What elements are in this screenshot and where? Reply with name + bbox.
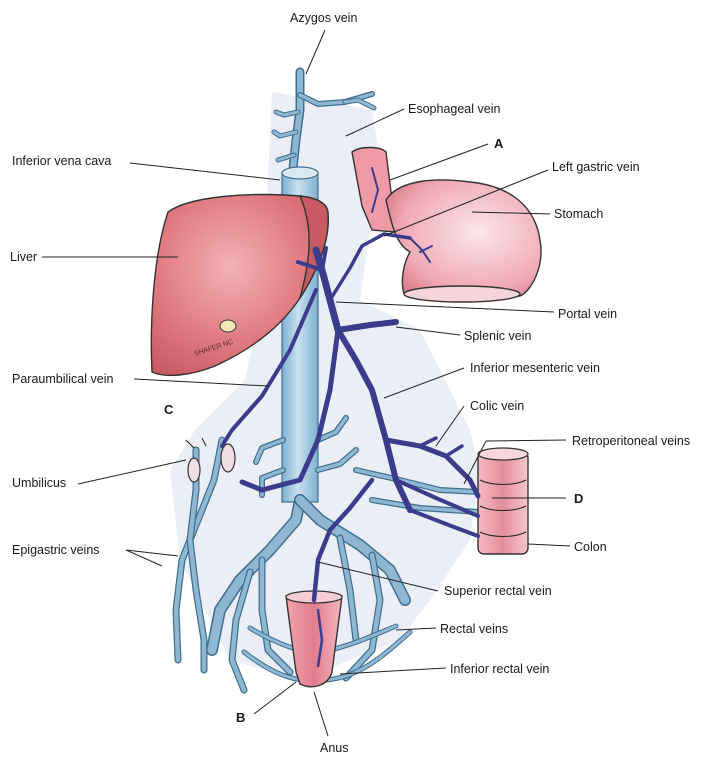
label-left-gastric-vein: Left gastric vein bbox=[552, 160, 640, 174]
label-marker-d: D bbox=[574, 491, 583, 506]
label-marker-a: A bbox=[494, 136, 504, 151]
label-retroperitoneal-veins: Retroperitoneal veins bbox=[572, 434, 690, 448]
label-colon: Colon bbox=[574, 540, 607, 554]
label-paraumbilical-vein: Paraumbilical vein bbox=[12, 372, 113, 386]
abdominal-background-wash bbox=[170, 92, 480, 680]
label-azygos-vein: Azygos vein bbox=[290, 11, 357, 25]
label-inferior-rectal-vein: Inferior rectal vein bbox=[450, 662, 549, 676]
label-epigastric-veins: Epigastric veins bbox=[12, 543, 100, 557]
systemic-vein-network bbox=[172, 415, 481, 694]
umbilicus bbox=[185, 437, 236, 483]
label-inferior-mesenteric-vein: Inferior mesenteric vein bbox=[470, 361, 600, 375]
label-splenic-vein: Splenic vein bbox=[464, 329, 531, 343]
stomach-body bbox=[385, 179, 542, 297]
stomach-cut-end bbox=[403, 285, 521, 303]
label-superior-rectal-vein: Superior rectal vein bbox=[444, 584, 552, 598]
label-inferior-vena-cava: Inferior vena cava bbox=[12, 154, 111, 168]
portal-vein-network bbox=[220, 232, 481, 668]
label-rectal-veins: Rectal veins bbox=[440, 622, 508, 636]
stomach bbox=[351, 146, 542, 303]
label-anus: Anus bbox=[320, 741, 349, 755]
label-marker-b: B bbox=[236, 710, 245, 725]
gallbladder bbox=[219, 319, 237, 333]
label-colic-vein: Colic vein bbox=[470, 399, 524, 413]
liver: SHAFER NC bbox=[150, 193, 329, 377]
label-esophageal-vein: Esophageal vein bbox=[408, 102, 500, 116]
leader-lines bbox=[42, 29, 571, 737]
label-marker-c: C bbox=[164, 402, 174, 417]
azygos-vein-tree bbox=[271, 67, 377, 183]
colon bbox=[477, 447, 529, 555]
label-umbilicus: Umbilicus bbox=[12, 476, 66, 490]
label-portal-vein: Portal vein bbox=[558, 307, 617, 321]
label-liver: Liver bbox=[10, 250, 37, 264]
label-stomach: Stomach bbox=[554, 207, 603, 221]
labels: Azygos vein Esophageal vein A Inferior v… bbox=[10, 11, 690, 755]
